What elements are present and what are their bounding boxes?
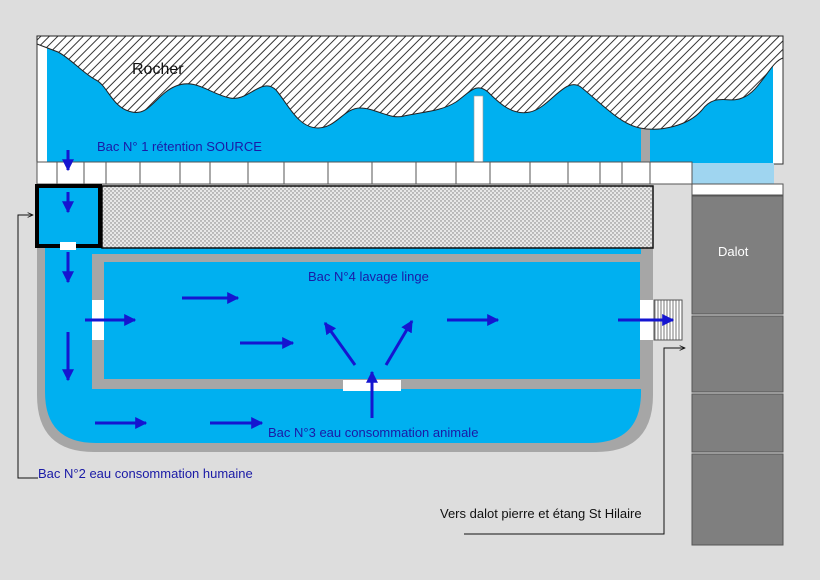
flow-arrow-icon: [323, 322, 357, 366]
bac2-label: Bac N°2 eau consommation humaine: [38, 466, 253, 481]
flow-arrows: [62, 150, 675, 429]
rock-overhang: [36, 35, 784, 130]
basin-4-water: [104, 262, 640, 379]
bac1-label: Bac N° 1 rétention SOURCE: [97, 139, 262, 154]
bac3-label: Bac N°3 eau consommation animale: [268, 425, 478, 440]
basin-2-outlet: [60, 242, 76, 250]
bac4-label: Bac N°4 lavage linge: [308, 269, 429, 284]
gravel-slab: [101, 185, 654, 249]
leader-line-outlet: [464, 348, 685, 535]
outlet-label: Vers dalot pierre et étang St Hilaire: [440, 506, 642, 521]
rock-label: Rocher: [132, 61, 184, 78]
coping-row: [36, 161, 784, 196]
flow-arrow-icon: [384, 319, 414, 366]
dalot-column: [691, 195, 784, 546]
dalot-label: Dalot: [718, 244, 749, 259]
leader-line-bac2: [17, 215, 38, 479]
